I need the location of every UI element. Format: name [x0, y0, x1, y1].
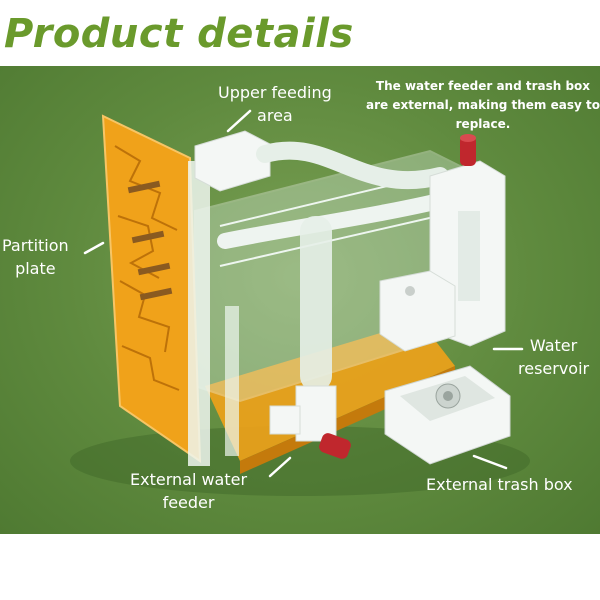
note-line1: The water feeder and trash box	[375, 79, 591, 93]
page-title: Product details	[4, 11, 354, 57]
partition-line1: Partition	[2, 236, 69, 255]
external-water-line2: feeder	[162, 493, 215, 512]
partition-plate	[101, 114, 202, 463]
external-trash-box-label: External trash box	[426, 475, 573, 494]
upper-feeding-line2: area	[257, 106, 293, 125]
footer-whitespace	[0, 534, 600, 600]
external-water-feeder-label: External water feeder	[130, 468, 247, 514]
note-line2: are external, making them easy to	[366, 98, 600, 112]
external-note: The water feeder and trash box are exter…	[366, 77, 600, 134]
ant-farm-illustration	[70, 109, 530, 496]
header: Product details	[0, 0, 600, 66]
upper-feeding-line1: Upper feeding	[218, 83, 332, 102]
water-reservoir-line2: reservoir	[518, 359, 590, 378]
partition-plate-label: Partition plate	[2, 234, 69, 280]
partition-line2: plate	[15, 259, 56, 278]
note-line3: replace.	[455, 117, 511, 131]
product-image-area: Upper feeding area The water feeder and …	[0, 66, 600, 534]
upper-feeding-label: Upper feeding area	[218, 81, 332, 127]
water-feeder-tube	[300, 216, 332, 391]
external-water-line1: External water	[130, 470, 248, 489]
water-reservoir-line1: Water	[529, 336, 578, 355]
water-reservoir-label: Water reservoir	[518, 334, 589, 380]
